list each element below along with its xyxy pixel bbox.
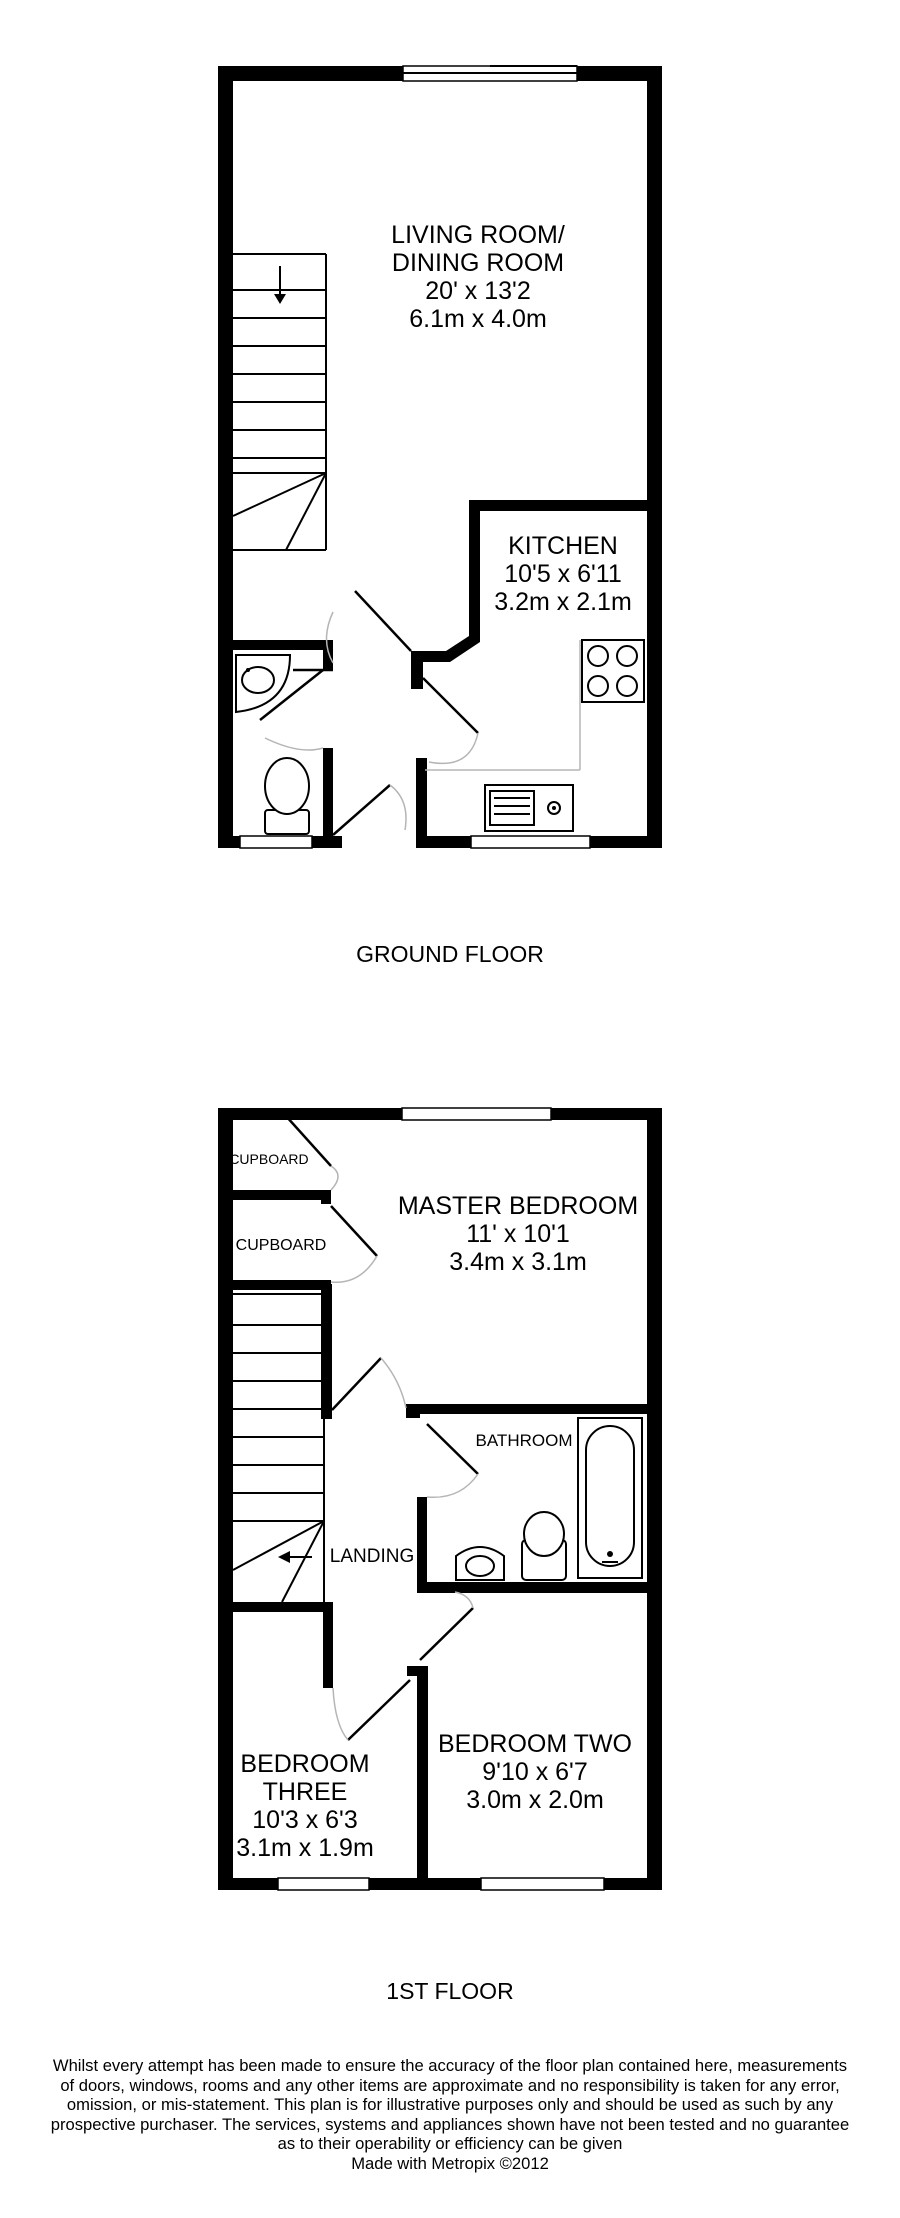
ff-door-cupboard-2 — [330, 1205, 378, 1257]
gf-wall-left — [218, 66, 233, 848]
ff-cupboard-wall-2 — [233, 1280, 331, 1290]
ff-master-imperial: 11' x 10'1 — [466, 1220, 570, 1248]
ff-wall-top-right — [551, 1108, 662, 1120]
gf-kitchen-metric: 3.2m x 2.1m — [494, 588, 632, 616]
ff-bed3-metric: 3.1m x 1.9m — [236, 1834, 374, 1862]
ff-bed3-wall-top — [233, 1602, 333, 1612]
ff-bed3-name-2: THREE — [263, 1778, 348, 1806]
gf-kitchen-wall-top — [469, 500, 662, 511]
gf-wc-window — [239, 835, 313, 849]
gf-door-front — [332, 784, 391, 836]
gf-kitchen-window — [470, 835, 591, 849]
ff-stair-arrow-head — [278, 1551, 290, 1563]
ff-master-window — [401, 1107, 552, 1121]
ff-master-name: MASTER BEDROOM — [398, 1192, 638, 1220]
ff-bath-wall-bottom — [417, 1582, 662, 1593]
gf-living-imperial: 20' x 13'2 — [425, 277, 530, 305]
ff-wall-left — [218, 1108, 233, 1890]
disclaimer-line: as to their operability or efficiency ca… — [277, 2134, 623, 2154]
gf-wc-fixtures — [235, 654, 310, 835]
credit-line: Made with Metropix ©2012 — [351, 2153, 549, 2173]
ground-floor-plan: LIVING ROOM/ DINING ROOM 20' x 13'2 6.1m… — [218, 65, 662, 967]
gf-living-name-1: LIVING ROOM/ — [391, 221, 565, 249]
disclaimer-line: of doors, windows, rooms and any other i… — [60, 2075, 840, 2095]
ff-wall-top-left — [218, 1108, 402, 1120]
gf-kitchen-wall-angle — [411, 636, 480, 662]
gf-kitchen-imperial: 10'5 x 6'11 — [504, 560, 622, 588]
gf-wall-top-left — [218, 66, 403, 81]
ff-bathroom-label: BATHROOM — [476, 1431, 573, 1450]
first-floor-plan: MASTER BEDROOM 11' x 10'1 3.4m x 3.1m CU… — [218, 1107, 662, 2004]
gf-hall-wall-lower — [416, 758, 427, 848]
ff-landing-wall-upper — [321, 1284, 332, 1419]
ff-bed3-window — [277, 1877, 370, 1891]
ff-floor-title: 1ST FLOOR — [386, 1978, 513, 2004]
gf-wc-wall-top — [233, 640, 333, 650]
ff-wall-right — [647, 1108, 662, 1890]
gf-wc-wall-right-upper — [323, 640, 333, 670]
ff-bed2-metric: 3.0m x 2.0m — [466, 1786, 604, 1814]
ff-bed-wall-join — [407, 1666, 428, 1676]
ff-door-cupboard-1 — [285, 1115, 332, 1167]
gf-wall-bottom-1 — [218, 836, 240, 848]
ff-bed3-imperial: 10'3 x 6'3 — [252, 1806, 357, 1834]
disclaimer-line: prospective purchaser. The services, sys… — [50, 2114, 850, 2134]
gf-wc-wall-right-lower — [323, 748, 333, 848]
gf-stair-arrow-head — [274, 294, 286, 304]
ff-doors — [285, 1115, 479, 1741]
ff-bed3-wall-right — [323, 1602, 333, 1688]
ff-door-master — [331, 1357, 382, 1411]
gf-wall-right — [647, 66, 662, 848]
ff-cupboard-2-label: CUPBOARD — [236, 1237, 327, 1254]
ff-bed2-window — [480, 1877, 605, 1891]
gf-kitchen-wall-left — [469, 500, 480, 642]
ff-bath-wall-top-stub — [406, 1404, 420, 1418]
ff-bath-wall-top — [406, 1404, 662, 1414]
gf-staircase — [232, 253, 327, 551]
gf-wall-top-right — [577, 66, 662, 81]
disclaimer-line: omission, or mis-statement. This plan is… — [66, 2095, 834, 2115]
gf-doors — [259, 590, 479, 836]
gf-door-living — [354, 590, 412, 652]
ff-bed2-imperial: 9'10 x 6'7 — [482, 1758, 587, 1786]
ff-bed-wall-mid — [417, 1666, 428, 1890]
ff-door-bathroom — [426, 1423, 479, 1475]
ff-bathroom-fixtures — [455, 1417, 643, 1581]
gf-kitchen-fixtures — [425, 639, 645, 832]
ff-bath-wall-left — [417, 1497, 427, 1592]
ff-bed3-name-1: BEDROOM — [240, 1750, 369, 1778]
disclaimer-line: Whilst every attempt has been made to en… — [52, 2056, 848, 2075]
ff-cupboard-wall-right-1 — [321, 1190, 331, 1204]
ff-master-metric: 3.4m x 3.1m — [449, 1248, 587, 1276]
ff-cupboard-1-label: CUPBOARD — [229, 1151, 308, 1167]
ff-wall-bottom-3 — [604, 1878, 662, 1890]
ff-cupboard-wall-1 — [233, 1190, 331, 1200]
gf-wall-bottom-4 — [590, 836, 662, 848]
ff-wall-bottom-1 — [218, 1878, 278, 1890]
gf-wall-bottom-3 — [416, 836, 471, 848]
ff-staircase — [232, 1293, 325, 1603]
ff-bed2-name: BEDROOM TWO — [438, 1730, 632, 1758]
gf-hall-wall-stub — [411, 651, 423, 689]
gf-living-name-2: DINING ROOM — [392, 249, 564, 277]
ff-landing-label: LANDING — [330, 1546, 414, 1567]
gf-living-metric: 6.1m x 4.0m — [409, 305, 547, 333]
gf-kitchen-name: KITCHEN — [508, 532, 618, 560]
ff-door-bed3 — [347, 1679, 411, 1741]
gf-door-kitchen — [422, 677, 479, 734]
ff-door-bed2 — [419, 1607, 474, 1661]
gf-floor-title: GROUND FLOOR — [356, 941, 544, 967]
disclaimer-text: Whilst every attempt has been made to en… — [0, 2056, 900, 2174]
